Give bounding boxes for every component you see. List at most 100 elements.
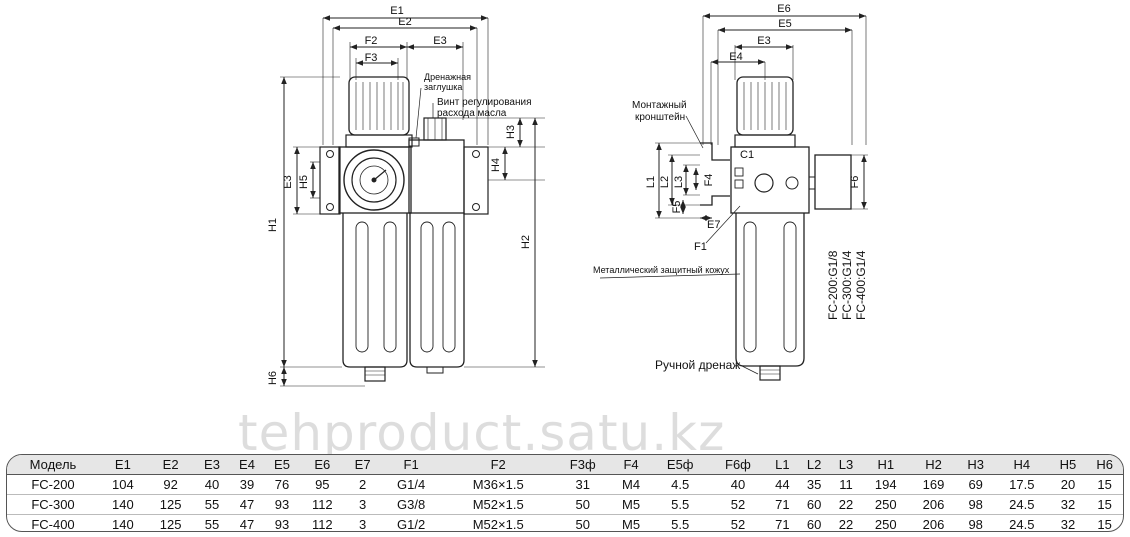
- table-header-cell: E7: [354, 457, 371, 472]
- table-header-cell: F3ф: [569, 457, 596, 472]
- table-cell: 60: [806, 497, 822, 512]
- table-header-cell: H6: [1096, 457, 1113, 472]
- dim-F6: F6: [849, 176, 861, 189]
- table-cell: FC-200: [31, 477, 75, 492]
- front-view-labels: E1 E2 F2 E3 F3 H1 E3 H5 H6 H3 H4 H2 Дрен…: [267, 5, 532, 385]
- label-bracket-2: кронштейн: [635, 112, 685, 123]
- table-header-cell: E5ф: [666, 457, 694, 472]
- table-cell: 71: [775, 517, 790, 532]
- dim-H5: H5: [298, 175, 310, 189]
- dim-C1: C1: [740, 149, 754, 161]
- dim-H1: H1: [267, 218, 279, 232]
- table-cell: 17.5: [1009, 477, 1035, 492]
- table-header-cell: F1: [403, 457, 419, 472]
- table-cell: 15: [1097, 517, 1112, 532]
- dim-F4: F4: [703, 174, 715, 187]
- table-header-cell: F4: [623, 457, 639, 472]
- label-flow-screw-2: расхода масла: [437, 108, 507, 119]
- table-cell: 2: [359, 477, 367, 492]
- dim-H2: H2: [520, 235, 532, 249]
- table-cell: 44: [775, 477, 790, 492]
- dim-E7: E7: [707, 219, 720, 231]
- table-cell: 98: [968, 497, 983, 512]
- table-cell: 112: [311, 497, 333, 512]
- table-cell: 194: [874, 477, 897, 492]
- table-cell: 60: [806, 517, 822, 532]
- table-cell: M4: [622, 477, 641, 492]
- table-cell: M52×1.5: [472, 517, 524, 532]
- table-cell: 50: [575, 497, 590, 512]
- dim-E3-side: E3: [282, 175, 294, 188]
- table-cell: 35: [806, 477, 822, 492]
- label-port-fc300: FC-300:G1/4: [840, 250, 854, 320]
- dim-H6: H6: [267, 371, 279, 385]
- table-cell: 20: [1060, 477, 1076, 492]
- table-cell: 76: [274, 477, 290, 492]
- label-manual-drain: Ручной дренаж: [655, 358, 740, 372]
- dim-E4: E4: [729, 51, 742, 63]
- table-cell: 5.5: [671, 517, 690, 532]
- table-cell: 93: [274, 517, 290, 532]
- table-cell: 15: [1097, 497, 1112, 512]
- table-header-cell: E6: [314, 457, 331, 472]
- label-port-fc400: FC-400:G1/4: [854, 250, 868, 320]
- table-header-cell: Модель: [29, 457, 77, 472]
- table-cell: 3: [359, 517, 367, 532]
- table-header-cell: H4: [1013, 457, 1031, 472]
- table-header-cell: E1: [114, 457, 131, 472]
- table-cell: 50: [575, 517, 590, 532]
- dim-F5: F5: [671, 201, 683, 214]
- technical-drawing: E1 E2 F2 E3 F3 H1 E3 H5 H6 H3 H4 H2 Дрен…: [267, 3, 868, 387]
- table-cell: 104: [112, 477, 134, 492]
- dim-L3: L3: [673, 176, 685, 188]
- table-cell: 169: [922, 477, 945, 492]
- label-port-fc200: FC-200:G1/8: [826, 250, 840, 320]
- table-header-cell: L2: [806, 457, 822, 472]
- table-cell: 24.5: [1009, 497, 1035, 512]
- side-view-labels: E6 E5 E3 E4 C1 L1 L2 L3 F4 F5 E7 F1 F6 М…: [593, 3, 868, 372]
- table-cell: M5: [622, 497, 641, 512]
- dim-E5: E5: [778, 18, 791, 30]
- table-cell: 69: [968, 477, 983, 492]
- dim-H4: H4: [490, 158, 502, 172]
- dim-L2: L2: [659, 176, 671, 188]
- dim-E6: E6: [777, 3, 790, 15]
- table-cell: 31: [575, 477, 590, 492]
- table-cell: 15: [1097, 477, 1112, 492]
- dim-H3: H3: [505, 125, 517, 139]
- table-header-cell: F2: [490, 457, 506, 472]
- table-cell: 125: [159, 497, 182, 512]
- table-cell: G3/8: [397, 497, 426, 512]
- table-cell: M36×1.5: [472, 477, 524, 492]
- table-header-cell: L1: [775, 457, 790, 472]
- label-drain-plug-1: Дренажная: [424, 72, 471, 82]
- table-header-cell: H2: [925, 457, 942, 472]
- label-flow-screw-1: Винт регулирования: [437, 97, 532, 108]
- table-cell: 140: [112, 497, 134, 512]
- dim-E2: E2: [398, 16, 411, 28]
- dim-E1: E1: [390, 5, 403, 17]
- table-cell: M5: [622, 517, 641, 532]
- table-cell: 92: [163, 477, 178, 492]
- table-cell: 24.5: [1009, 517, 1035, 532]
- table-header-cell: H1: [877, 457, 895, 472]
- table-cell: 3: [359, 497, 367, 512]
- table-cell: 47: [239, 497, 255, 512]
- table-cell: 32: [1060, 497, 1076, 512]
- table-cell: 52: [730, 517, 746, 532]
- table-cell: 98: [968, 517, 983, 532]
- dim-L1: L1: [645, 176, 657, 188]
- label-guard: Металлический защитный кожух: [593, 265, 730, 275]
- table-cell: FC-400: [31, 517, 75, 532]
- label-drain-plug-2: заглушка: [424, 82, 462, 92]
- dim-E3: E3: [433, 35, 446, 47]
- table-cell: 93: [274, 497, 290, 512]
- table-cell: 39: [239, 477, 255, 492]
- table-cell: 52: [730, 497, 746, 512]
- table-cell: 140: [112, 517, 134, 532]
- table-cell: 40: [730, 477, 746, 492]
- table-cell: 4.5: [671, 477, 690, 492]
